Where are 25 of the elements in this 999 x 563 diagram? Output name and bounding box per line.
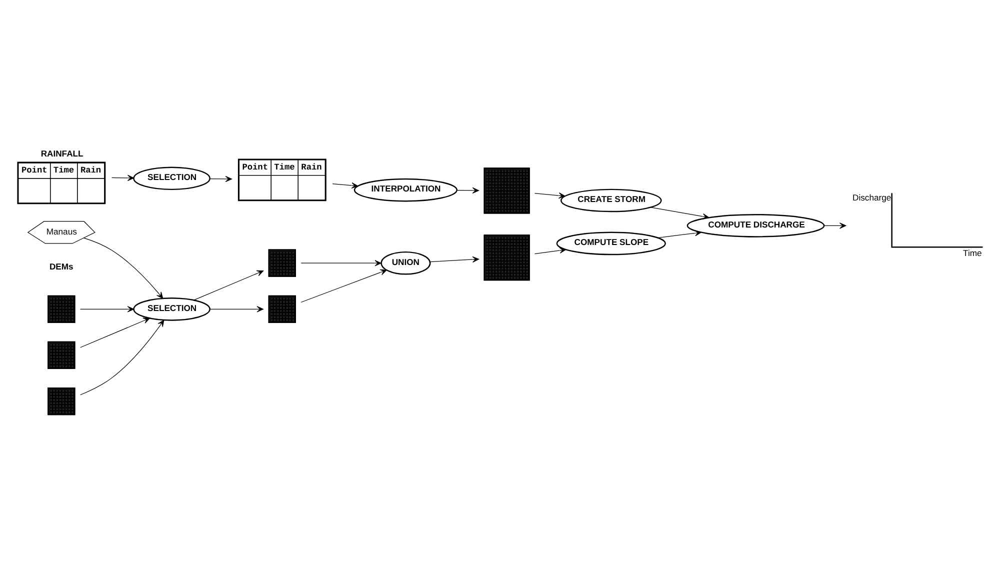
arrow [456, 186, 480, 194]
arrow [80, 317, 150, 348]
node-ellipse: INTERPOLATION [354, 178, 458, 202]
arrow [210, 306, 264, 312]
node-label: RAINFALL [40, 148, 84, 158]
arrow [210, 175, 232, 182]
arrow [194, 270, 264, 300]
arrow [534, 192, 566, 198]
arrow [824, 222, 846, 228]
label: DEMs [49, 261, 74, 272]
node-ellipse: CREATE STORM [560, 188, 662, 212]
node-ellipse: SELECTION [133, 166, 210, 190]
arrow [83, 237, 164, 298]
arrow [300, 260, 382, 266]
arrow [650, 206, 710, 220]
node-text: Discharge Time [852, 192, 982, 258]
arrow [534, 246, 566, 254]
arrow [430, 256, 480, 262]
arrow [80, 319, 164, 395]
node-ellipse: SELECTION [133, 297, 210, 320]
arrow [300, 268, 387, 302]
arrow [80, 306, 134, 312]
arrow [657, 230, 702, 238]
arrow [112, 174, 134, 180]
arrow [332, 182, 358, 188]
